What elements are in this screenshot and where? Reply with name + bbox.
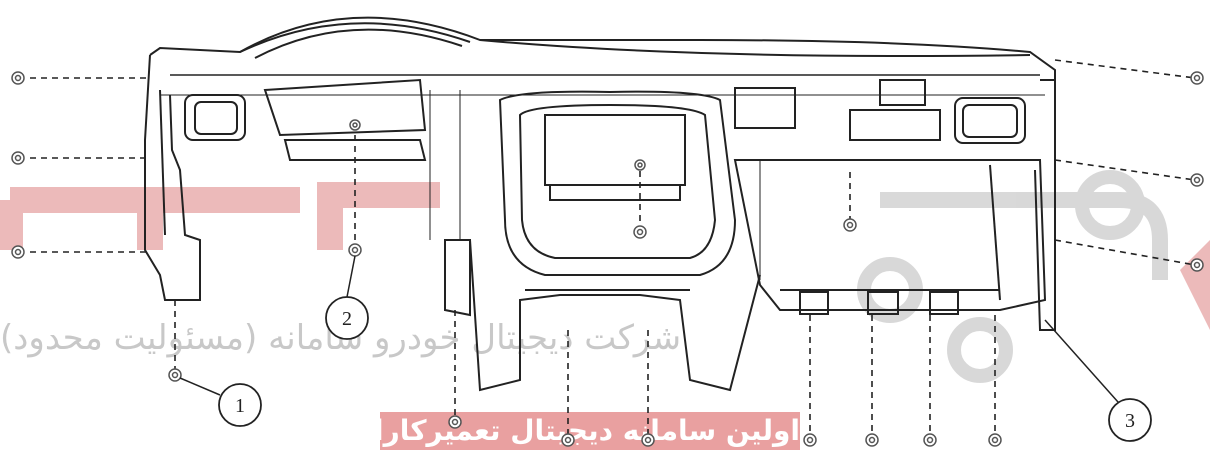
bolt-icon [843,218,857,232]
bolt-icon [349,119,361,131]
callout-3: 3 [1044,319,1152,442]
bolt-icon [988,433,1002,447]
bolt-icon [11,71,25,85]
bolt-icon [641,433,655,447]
bolt-icon [865,433,879,447]
bolt-icon [1190,258,1204,272]
bolt-icon [803,433,817,447]
bolt-icon [168,368,182,382]
callout-3-label: 3 [1125,410,1135,432]
bolt-icon [11,245,25,259]
leader-lines [30,59,1196,437]
callout-1: 1 [179,377,262,427]
bolt-icon [1190,71,1204,85]
bolt-icon [1190,173,1204,187]
fasteners [11,71,1204,447]
bolt-icon [561,433,575,447]
callout-2: 2 [325,255,369,340]
bolt-icon [923,433,937,447]
bolt-icon [348,243,362,257]
callout-1-label: 1 [235,395,245,417]
watermark-logo [0,170,1210,383]
dashboard-panel [144,16,1056,392]
bolt-icon [634,159,646,171]
callout-2-label: 2 [342,308,352,330]
bolt-icon [448,415,462,429]
bolt-icon [633,225,647,239]
bolt-icon [11,151,25,165]
